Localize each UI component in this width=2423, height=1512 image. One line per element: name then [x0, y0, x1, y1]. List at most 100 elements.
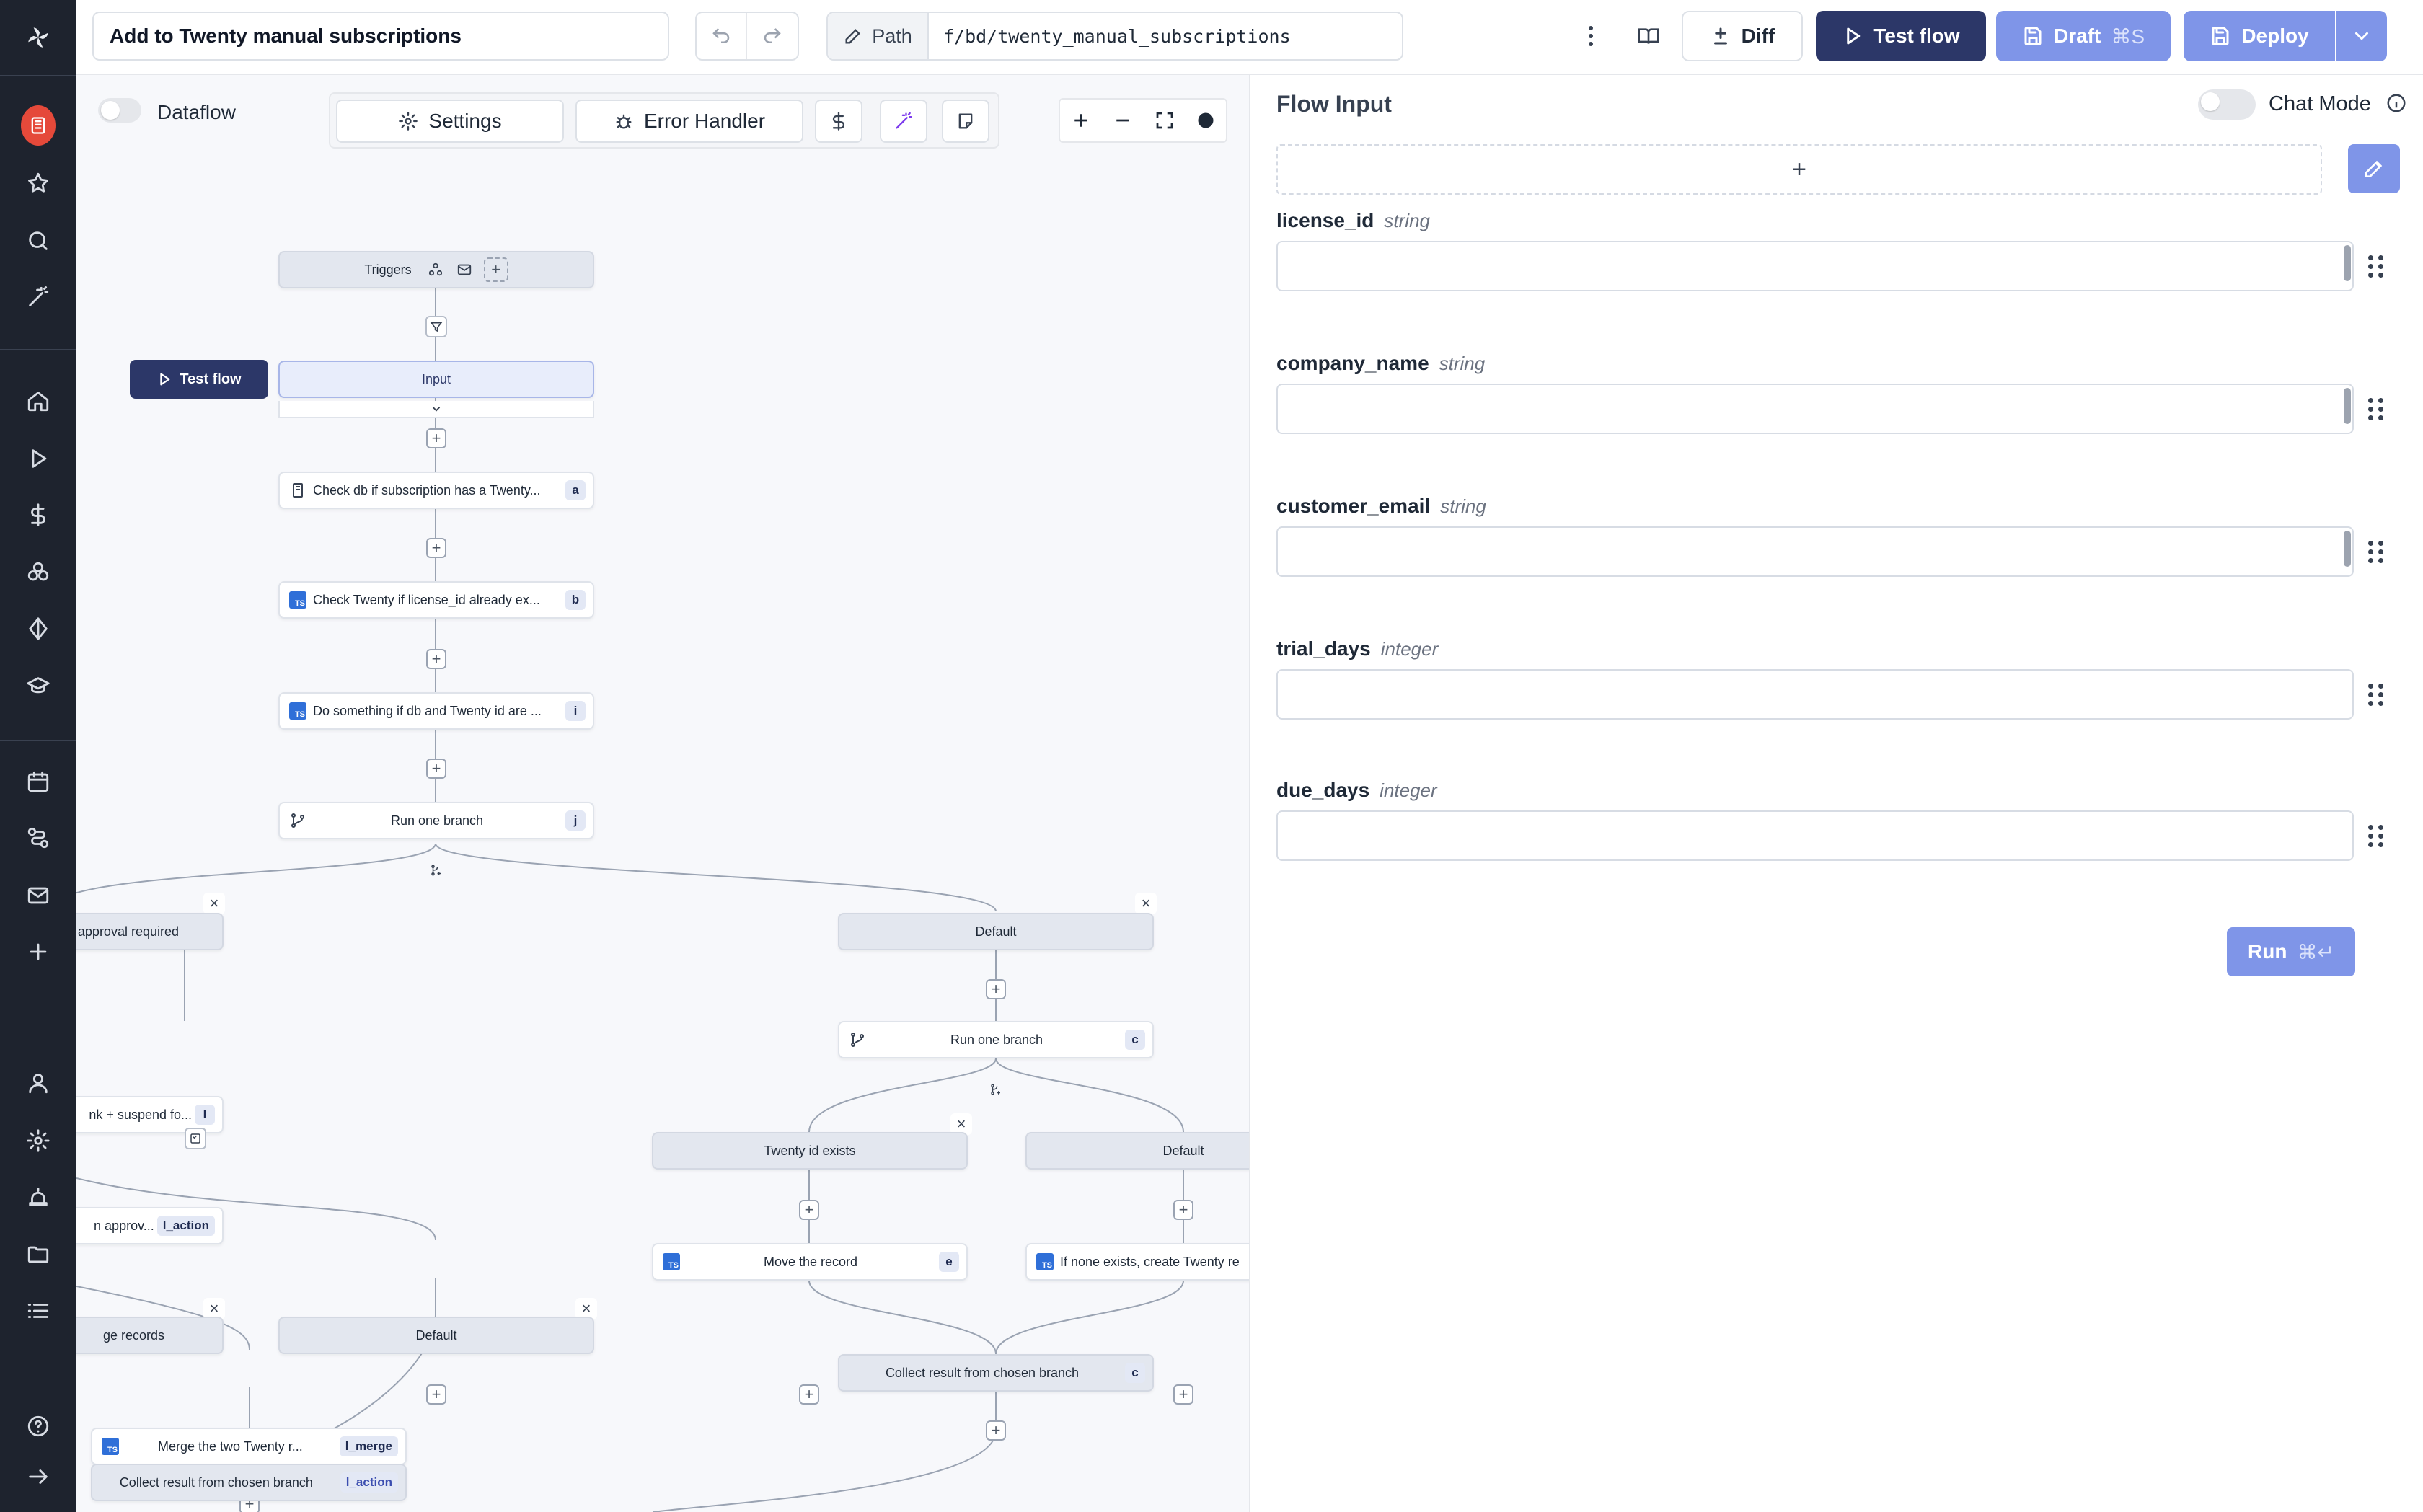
company-name-input[interactable] — [1276, 384, 2354, 434]
add-step-button[interactable]: + — [426, 649, 446, 669]
dataflow-toggle[interactable] — [98, 98, 141, 123]
deploy-button[interactable]: Deploy — [2184, 11, 2335, 61]
help-icon[interactable] — [21, 1409, 56, 1444]
add-step-button[interactable]: + — [426, 428, 446, 448]
settings-button[interactable]: Settings — [336, 100, 564, 143]
chat-mode-toggle[interactable] — [2198, 89, 2256, 120]
edit-schema-button[interactable] — [2348, 144, 2400, 193]
add-branch-button[interactable] — [985, 1079, 1007, 1100]
docs-book-icon[interactable] — [1628, 16, 1669, 56]
resources-boxes-icon[interactable] — [21, 555, 56, 590]
draft-button[interactable]: Draft ⌘S — [1996, 11, 2171, 61]
customer-email-input[interactable] — [1276, 526, 2354, 577]
due-days-input[interactable] — [1276, 810, 2354, 861]
default-branch-mid-node[interactable]: Default — [1025, 1132, 1249, 1170]
step-node-b[interactable]: TS Check Twenty if license_id already ex… — [278, 581, 594, 619]
default-branch-left-node[interactable]: Default — [278, 1317, 594, 1354]
user-icon[interactable] — [21, 1066, 56, 1100]
ai-wand-button[interactable] — [880, 100, 927, 143]
flow-graph-canvas[interactable]: Dataflow Settings Error Handler Triggers… — [76, 75, 1249, 1512]
close-branch-icon[interactable]: × — [1135, 893, 1157, 914]
add-step-button[interactable]: + — [986, 1420, 1006, 1441]
folder-icon[interactable] — [21, 1237, 56, 1272]
collect-branch-l-node[interactable]: Collect result from chosen branch l_acti… — [91, 1464, 407, 1501]
drag-handle-icon[interactable] — [2368, 252, 2386, 280]
minimap-icon[interactable] — [1196, 110, 1216, 131]
windmill-logo-icon[interactable] — [21, 20, 56, 55]
fit-view-icon[interactable] — [1154, 110, 1175, 131]
collect-branch-c-node[interactable]: Collect result from chosen branch c — [838, 1354, 1154, 1392]
tutorial-cap-icon[interactable] — [21, 669, 56, 704]
branch-node-c[interactable]: Run one branch c — [838, 1021, 1154, 1058]
deploy-dropdown-button[interactable] — [2336, 11, 2387, 61]
workers-icon[interactable] — [21, 1180, 56, 1214]
add-branch-button[interactable] — [425, 859, 447, 881]
home-icon[interactable] — [21, 384, 56, 418]
branch-node-j[interactable]: Run one branch j — [278, 802, 594, 839]
settings-gear-icon[interactable] — [21, 1123, 56, 1158]
logs-list-icon[interactable] — [21, 1294, 56, 1328]
run-button[interactable]: Run ⌘↵ — [2227, 927, 2355, 976]
info-icon[interactable] — [2386, 92, 2407, 114]
suspend-settings-button[interactable] — [185, 1128, 206, 1149]
trigger-filter-button[interactable] — [425, 316, 447, 337]
search-icon[interactable] — [21, 224, 56, 258]
expand-arrow-icon[interactable] — [21, 1459, 56, 1494]
more-options-icon[interactable] — [1571, 16, 1611, 56]
default-branch-top-node[interactable]: Default — [838, 913, 1154, 950]
routes-icon[interactable] — [21, 821, 56, 855]
drag-handle-icon[interactable] — [2368, 537, 2386, 566]
drag-handle-icon[interactable] — [2368, 821, 2386, 850]
add-step-button[interactable]: + — [1173, 1200, 1193, 1220]
input-node[interactable]: Input — [278, 361, 594, 398]
workspace-avatar-icon[interactable] — [21, 105, 56, 146]
magic-wand-icon[interactable] — [21, 280, 56, 314]
add-step-button[interactable]: + — [799, 1384, 819, 1405]
merge-step-node[interactable]: TS Merge the two Twenty r... l_merge — [91, 1428, 407, 1465]
trial-days-input[interactable] — [1276, 669, 2354, 720]
zoom-in-icon[interactable] — [1070, 110, 1092, 131]
close-branch-icon[interactable]: × — [203, 893, 225, 914]
add-step-button[interactable]: + — [426, 759, 446, 779]
input-expand[interactable] — [278, 401, 594, 418]
flow-summary-input[interactable]: Add to Twenty manual subscriptions — [92, 12, 669, 61]
close-branch-icon[interactable]: × — [203, 1298, 225, 1319]
close-branch-icon[interactable]: × — [575, 1298, 597, 1319]
runs-play-icon[interactable] — [21, 441, 56, 476]
zoom-out-icon[interactable] — [1112, 110, 1134, 131]
redo-icon[interactable] — [747, 13, 798, 59]
move-record-node[interactable]: TS Move the record e — [652, 1243, 968, 1281]
cost-dollar-button[interactable] — [815, 100, 862, 143]
textarea-resize-handle[interactable] — [2344, 388, 2351, 424]
close-branch-icon[interactable]: × — [950, 1113, 972, 1135]
step-node-i[interactable]: TS Do something if db and Twenty id are … — [278, 692, 594, 730]
approval-branch-node[interactable]: approval required — [76, 913, 224, 950]
mail-icon[interactable] — [21, 878, 56, 913]
undo-icon[interactable] — [697, 13, 747, 59]
add-plus-icon[interactable] — [21, 934, 56, 969]
step-node-a[interactable]: Check db if subscription has a Twenty...… — [278, 472, 594, 509]
license-id-input[interactable] — [1276, 241, 2354, 291]
diff-button[interactable]: Diff — [1682, 11, 1803, 61]
textarea-resize-handle[interactable] — [2344, 531, 2351, 567]
drag-handle-icon[interactable] — [2368, 680, 2386, 709]
drag-handle-icon[interactable] — [2368, 394, 2386, 423]
records-branch-node[interactable]: ge records — [76, 1317, 224, 1354]
calendar-icon[interactable] — [21, 764, 56, 799]
add-step-button[interactable]: + — [426, 538, 446, 558]
add-step-button[interactable]: + — [1173, 1384, 1193, 1405]
twenty-exists-branch-node[interactable]: Twenty id exists — [652, 1132, 968, 1170]
triggers-node[interactable]: Triggers + — [278, 251, 594, 288]
star-icon[interactable] — [21, 166, 56, 200]
sticky-note-button[interactable] — [942, 100, 989, 143]
add-step-button[interactable]: + — [799, 1200, 819, 1220]
test-flow-button[interactable]: Test flow — [1816, 11, 1986, 61]
add-step-button[interactable]: + — [426, 1384, 446, 1405]
add-trigger-button[interactable]: + — [483, 257, 508, 282]
node-test-flow-button[interactable]: Test flow — [130, 360, 268, 399]
if-none-exists-node[interactable]: TS If none exists, create Twenty re — [1025, 1243, 1249, 1281]
add-field-button[interactable]: + — [1276, 144, 2322, 195]
triggers-icon[interactable] — [21, 611, 56, 646]
error-handler-button[interactable]: Error Handler — [575, 100, 803, 143]
add-step-button[interactable]: + — [986, 979, 1006, 999]
